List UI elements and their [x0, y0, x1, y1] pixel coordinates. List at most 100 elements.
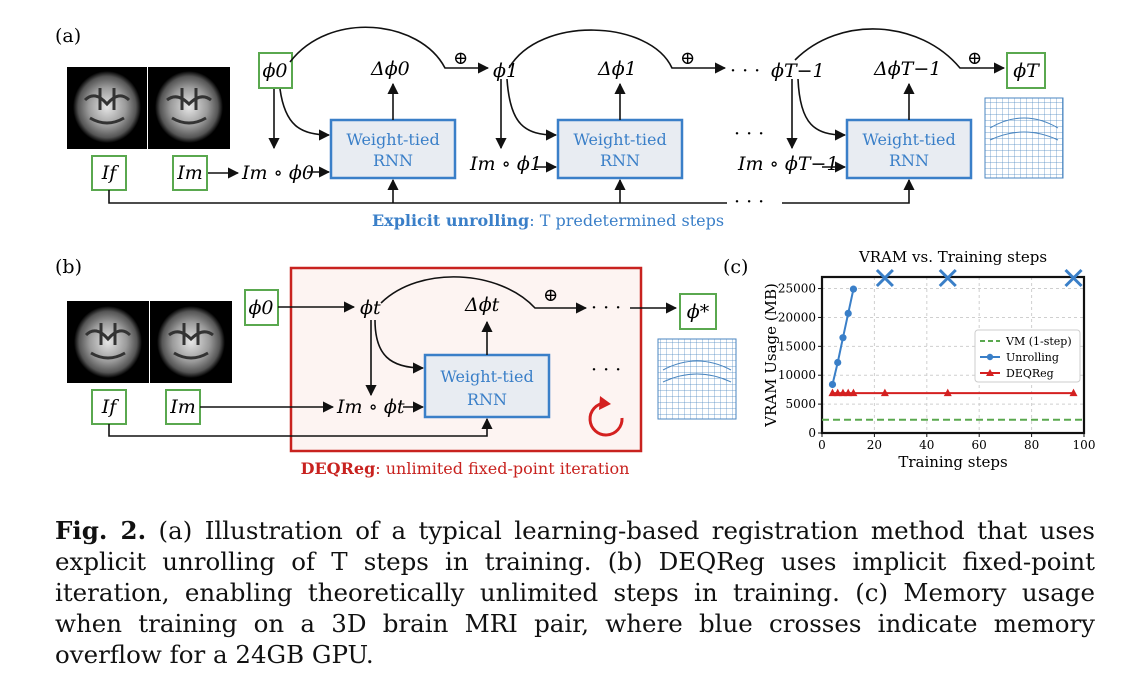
point-unrolling [844, 309, 852, 317]
phi0-label-b: ϕ0 [248, 297, 273, 319]
if-box-a [91, 155, 127, 191]
dots-bottom-a: · · · [734, 191, 764, 213]
warp0-label: Im ∘ ϕ0 [241, 162, 314, 184]
delta-phi1-label: Δϕ1 [597, 58, 637, 80]
caption-text: (a) Illustration of a typical learning-b… [55, 516, 1095, 669]
phiT-label: ϕT [1013, 60, 1040, 82]
phiT1-label: ϕT−1 [771, 60, 825, 82]
im-label-b: Im [169, 396, 196, 418]
panel-c-label: (c) [723, 256, 748, 278]
svg-text:Weight-tied: Weight-tied [440, 367, 533, 386]
x-axis-label: Training steps [898, 453, 1007, 471]
point-deqreg [844, 388, 853, 397]
point-unrolling [828, 380, 837, 389]
refresh-cycle-icon [588, 396, 624, 437]
if-label-a: If [101, 162, 120, 184]
svg-text:Weight-tied: Weight-tied [862, 130, 955, 149]
phi-star-label: ϕ* [687, 301, 710, 323]
delta-phi0-label: Δϕ0 [370, 58, 410, 80]
point-unrolling [834, 358, 842, 367]
delta-phi-t-label: Δϕt [464, 294, 500, 316]
x-tick-label: 40 [919, 438, 934, 452]
y-tick-label: 20000 [778, 310, 816, 324]
phi-star-box [679, 293, 717, 330]
point-unrolling [849, 285, 858, 293]
legend-box [974, 329, 1081, 383]
svg-text:RNN: RNN [467, 390, 507, 409]
arrows-panel-b [108, 276, 678, 437]
chart-title: VRAM vs. Training steps [858, 248, 1047, 266]
deformation-grid-a [984, 97, 1064, 179]
legend-label: VM (1-step) [1005, 335, 1072, 348]
x-tick-label: 100 [1073, 438, 1096, 452]
phi1-label: ϕ1 [493, 60, 518, 82]
caption-b: DEQReg: unlimited fixed-point iteration [301, 459, 630, 478]
oplus-2: ⊕ [680, 48, 695, 69]
overflow-cross [1064, 268, 1083, 288]
brain-image-fixed-b [67, 301, 149, 383]
y-tick-label: 25000 [778, 282, 816, 296]
point-deqreg [943, 388, 952, 397]
legend-label: DEQReg [1006, 367, 1054, 380]
rnn-block-2: Weight-tied RNN [556, 118, 684, 180]
im-box-b [165, 389, 201, 425]
panel-a-label: (a) [55, 25, 81, 47]
warp-t-label: Im ∘ ϕt [336, 396, 405, 418]
overflow-cross [938, 268, 957, 288]
warpT-label: Im ∘ ϕT−1 [737, 153, 839, 175]
x-tick-label: 0 [818, 438, 826, 452]
warp1-label: Im ∘ ϕ1 [469, 153, 542, 175]
brain-image-moving-a [148, 67, 230, 149]
arrows-panel-a [108, 26, 1006, 204]
x-tick-label: 80 [1024, 438, 1039, 452]
svg-text:RNN: RNN [889, 151, 929, 170]
dots-mid-b: · · · [591, 359, 621, 381]
y-tick-label: 5000 [785, 397, 816, 411]
point-deqreg [838, 388, 847, 397]
deformation-grid-b [657, 338, 737, 420]
oplus-1: ⊕ [453, 48, 468, 69]
chart-frame [820, 275, 1086, 435]
svg-text:RNN: RNN [373, 151, 413, 170]
legend-marker [986, 369, 994, 376]
phiT-box [1006, 52, 1046, 89]
svg-text:Weight-tied: Weight-tied [346, 130, 439, 149]
y-tick-label: 15000 [778, 339, 816, 353]
dots-top-a: · · · [730, 60, 760, 82]
point-deqreg [833, 388, 842, 397]
y-tick-label: 0 [808, 426, 816, 440]
point-deqreg [828, 388, 837, 397]
y-axis-label: VRAM Usage (MB) [762, 283, 780, 428]
phi-t-label: ϕt [360, 297, 381, 319]
legend-label: Unrolling [1006, 351, 1059, 364]
svg-text:Weight-tied: Weight-tied [573, 130, 666, 149]
caption-a: Explicit unrolling: T predetermined step… [372, 211, 724, 230]
legend-marker [986, 353, 994, 361]
phi0-box-a [258, 52, 293, 89]
im-box-a [172, 155, 208, 191]
oplus-3: ⊕ [967, 48, 982, 69]
phi0-label-a: ϕ0 [262, 60, 287, 82]
figure-caption: Fig. 2. (a) Illustration of a typical le… [55, 515, 1095, 670]
brain-image-fixed-a [67, 67, 147, 149]
point-unrolling [839, 334, 847, 342]
point-deqreg [1069, 388, 1078, 397]
rnn-block-1: Weight-tied RNN [329, 118, 457, 180]
x-tick-label: 20 [867, 438, 882, 452]
dots-top-b: · · · [591, 297, 621, 319]
x-tick-label: 60 [972, 438, 987, 452]
panel-b-label: (b) [55, 256, 82, 278]
y-tick-label: 10000 [778, 368, 816, 382]
rnn-block-3: Weight-tied RNN [845, 118, 973, 180]
phi0-box-b [244, 289, 279, 326]
brain-image-moving-b [150, 301, 232, 383]
rnn-block-b: Weight-tied RNN [423, 353, 551, 419]
svg-text:RNN: RNN [600, 151, 640, 170]
if-label-b: If [101, 396, 120, 418]
figure-canvas: (a) ϕ0 If Im Im ∘ ϕ0 Im ∘ ϕ1 Im ∘ ϕT−1 W… [55, 25, 1095, 478]
oplus-b: ⊕ [543, 285, 558, 306]
delta-phiT1-label: ΔϕT−1 [873, 58, 941, 80]
im-label-a: Im [176, 162, 203, 184]
